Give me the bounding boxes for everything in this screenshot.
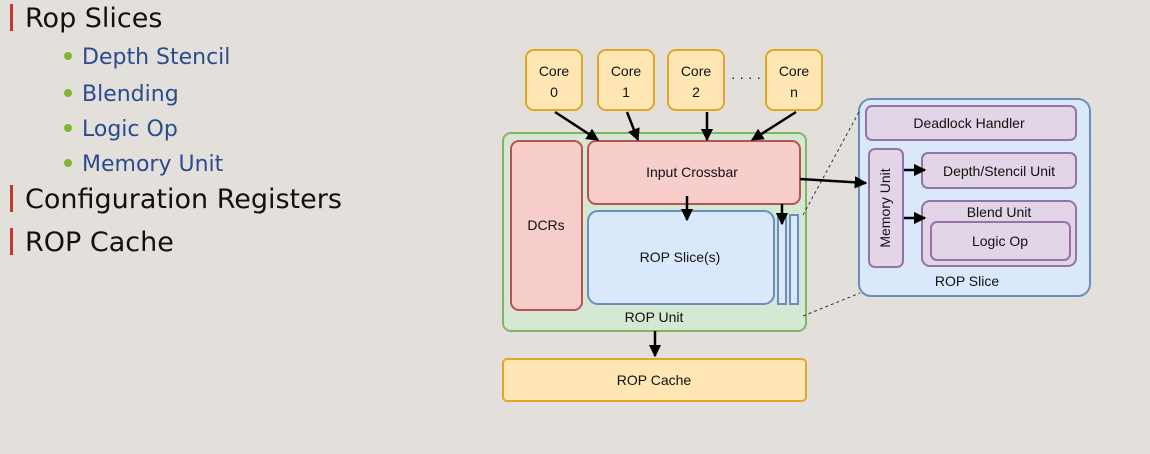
memory-unit-box	[868, 148, 904, 268]
rop-cache-label: ROP Cache	[617, 372, 692, 388]
core-number: 0	[550, 84, 558, 100]
core-label: Core	[539, 63, 570, 79]
rop-slices-label: ROP Slice(s)	[640, 249, 721, 265]
input-crossbar-label: Input Crossbar	[646, 164, 738, 180]
bullet-dot	[64, 124, 72, 132]
input-crossbar-box	[587, 140, 801, 205]
bullet-dot	[64, 89, 72, 97]
core-label: Core	[611, 63, 642, 79]
arrow-coren-crossbar	[750, 110, 797, 142]
core-number: 2	[692, 84, 700, 100]
rop-cache-box	[502, 358, 807, 402]
deadlock-handler-box	[865, 105, 1077, 141]
rop-slice-label: ROP Slice	[935, 273, 1000, 289]
bullet-configuration-registers: Configuration Registers	[10, 184, 342, 216]
arrow-crossbar-memory	[799, 176, 868, 189]
bullet-text: Configuration Registers	[25, 184, 342, 215]
core-number: 1	[622, 84, 630, 100]
sub-bullet-memory-unit: Memory Unit	[64, 151, 223, 178]
sub-bullet-text: Memory Unit	[82, 152, 224, 177]
dcrs-label: DCRs	[527, 217, 564, 233]
sub-bullet-logic-op: Logic Op	[64, 116, 178, 143]
core-label: Core	[779, 63, 810, 79]
arrow-core1-crossbar	[625, 111, 640, 142]
core-label: Core	[681, 63, 712, 79]
core-box-0	[525, 49, 583, 111]
bullet-bar	[10, 228, 13, 255]
logic-op-label: Logic Op	[972, 233, 1028, 249]
sub-bullet-text: Logic Op	[82, 117, 178, 142]
blend-unit-label: Blend Unit	[967, 204, 1032, 220]
sub-bullet-blending: Blending	[64, 81, 179, 108]
core-number: n	[790, 84, 798, 100]
bullet-text: ROP Cache	[25, 227, 174, 258]
core-box-2	[667, 49, 725, 111]
bullet-bar	[10, 185, 13, 212]
depth-stencil-unit-label: Depth/Stencil Unit	[943, 163, 1055, 179]
memory-unit-label: Memory Unit	[877, 168, 893, 247]
dcrs-box	[510, 140, 583, 311]
sub-bullet-text: Blending	[82, 82, 179, 107]
bullet-rop-cache: ROP Cache	[10, 227, 174, 259]
bullet-text: Rop Slices	[25, 3, 163, 34]
logic-op-box	[930, 221, 1071, 261]
sub-bullet-text: Depth Stencil	[82, 45, 231, 70]
zoom-line-bottom	[802, 292, 861, 317]
bullet-list: Rop Slices Depth Stencil Blending Logic …	[0, 0, 440, 260]
slice-bar-1	[777, 214, 787, 305]
bullet-bar	[10, 4, 13, 31]
bullet-dot	[64, 52, 72, 60]
ellipsis-dots: · · · ·	[731, 69, 761, 85]
bullet-rop-slices: Rop Slices	[10, 3, 162, 35]
bullet-dot	[64, 159, 72, 167]
slice-bar-2	[789, 214, 799, 305]
zoom-line-top	[802, 109, 861, 216]
core-box-n	[765, 49, 823, 111]
deadlock-handler-label: Deadlock Handler	[913, 115, 1025, 131]
sub-bullet-depth-stencil: Depth Stencil	[64, 44, 230, 71]
rop-unit-label: ROP Unit	[625, 309, 684, 325]
arrow-core0-crossbar	[554, 110, 600, 142]
core-box-1	[597, 49, 655, 111]
